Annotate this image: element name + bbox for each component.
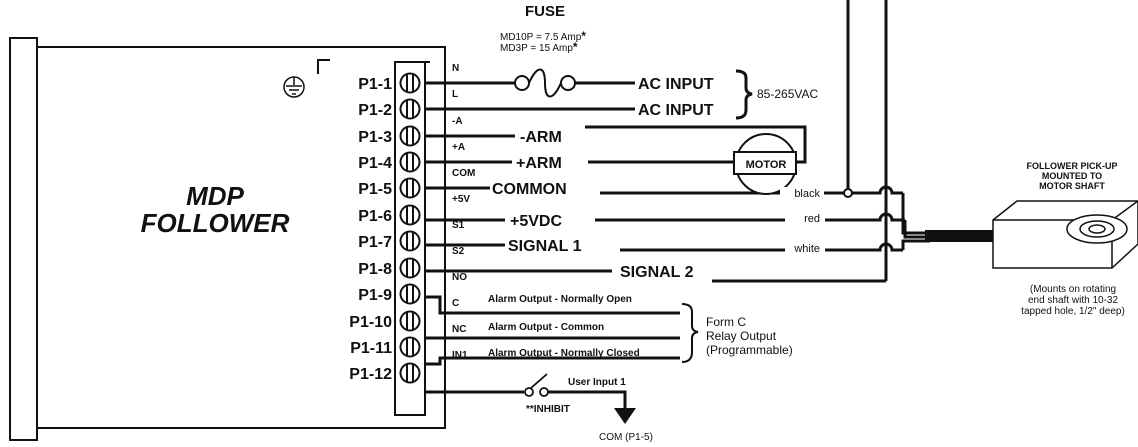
signal1-label: SIGNAL 1 <box>508 238 582 255</box>
wire-code-label: COM <box>452 168 475 179</box>
junction-dot <box>843 188 853 198</box>
pin-label: P1-10 <box>349 314 392 331</box>
minus-arm-label: -ARM <box>520 129 562 146</box>
alarm-no-label: Alarm Output - Normally Open <box>488 294 632 305</box>
pickup-note-line1: (Mounts on rotating <box>1030 284 1116 295</box>
alarm-nc-label: Alarm Output - Normally Closed <box>488 348 640 359</box>
wire-code-label: -A <box>452 116 463 127</box>
switch-icon <box>524 373 549 397</box>
inhibit-label: **INHIBIT <box>526 404 570 415</box>
terminal-screw <box>399 177 421 199</box>
form-c-line2: Relay Output <box>706 329 777 343</box>
pin-label: P1-4 <box>358 155 392 172</box>
wire-color-black: black <box>794 188 820 200</box>
pin-label: P1-7 <box>358 234 392 251</box>
pickup-title-line2: MOUNTED TO <box>1042 171 1102 181</box>
pin-label: P1-9 <box>358 287 392 304</box>
device-title-line1: MDP <box>186 181 244 211</box>
pin-label: P1-6 <box>358 208 392 225</box>
terminal-screw <box>399 151 421 173</box>
ac-input-label-1: AC INPUT <box>638 76 714 93</box>
terminal-screw <box>399 125 421 147</box>
motor-label: MOTOR <box>746 159 787 171</box>
wire-code-label: S2 <box>452 246 465 257</box>
alarm-c-label: Alarm Output - Common <box>488 322 604 333</box>
pin-label: P1-2 <box>358 102 392 119</box>
wire-code-label: N <box>452 63 459 74</box>
wire-code-label: +5V <box>452 194 470 205</box>
pickup-note-line3: tapped hole, 1/2" deep) <box>1021 306 1125 317</box>
wire-code-label: IN1 <box>452 350 468 361</box>
pin-label: P1-1 <box>358 76 392 93</box>
arrow-down-icon <box>614 408 636 424</box>
pin-label: P1-8 <box>358 261 392 278</box>
wire-code-label: NC <box>452 324 466 335</box>
ac-input-brace <box>735 69 753 120</box>
pin-label: P1-3 <box>358 129 392 146</box>
terminal-screw <box>399 230 421 252</box>
common-label: COMMON <box>492 181 567 198</box>
com-p1-5-label: COM (P1-5) <box>599 432 653 443</box>
wire-code-label: NO <box>452 272 467 283</box>
signal2-label: SIGNAL 2 <box>620 264 694 281</box>
wire-code-label: L <box>452 89 458 100</box>
plus-5vdc-label: +5VDC <box>510 213 562 230</box>
wire-color-white: white <box>793 243 820 255</box>
terminal-screw <box>399 98 421 120</box>
pickup-title-line1: FOLLOWER PICK-UP <box>1027 161 1118 171</box>
form-c-line3: (Programmable) <box>706 343 793 357</box>
fuse-rating-md3p: MD3P = 15 Amp* <box>500 40 578 54</box>
pickup-note-line2: end shaft with 10-32 <box>1028 295 1118 306</box>
pickup-title-line3: MOTOR SHAFT <box>1039 181 1105 191</box>
form-c-brace <box>681 303 699 363</box>
terminal-screw <box>399 310 421 332</box>
pin-label: P1-5 <box>358 181 392 198</box>
wire-code-label: S1 <box>452 220 465 231</box>
terminal-screw <box>399 336 421 358</box>
ac-input-label-2: AC INPUT <box>638 102 714 119</box>
fuse-rating-md10p: MD10P = 7.5 Amp* <box>500 29 586 43</box>
terminal-screw <box>399 72 421 94</box>
fuse-icon <box>514 68 576 98</box>
plus-arm-label: +ARM <box>516 155 562 172</box>
pin-label: P1-11 <box>350 340 392 357</box>
wire-color-red: red <box>804 213 820 225</box>
terminal-screw <box>399 204 421 226</box>
device-title-line2: FOLLOWER <box>141 208 290 238</box>
terminal-screw <box>399 257 421 279</box>
fuse-title: FUSE <box>525 3 565 20</box>
user-input-label: User Input 1 <box>568 377 626 388</box>
voltage-label: 85-265VAC <box>757 87 818 101</box>
terminal-screw <box>399 362 421 384</box>
ground-icon <box>283 76 305 98</box>
motor-icon <box>733 133 797 195</box>
wires <box>425 0 993 408</box>
form-c-line1: Form C <box>706 315 746 329</box>
pin-label: P1-12 <box>349 366 392 383</box>
mdp-follower-enclosure <box>9 37 446 441</box>
ground-bracket <box>317 59 330 74</box>
pickup-sensor-icon <box>992 200 1138 269</box>
wire-code-label: C <box>452 298 459 309</box>
wire-code-label: +A <box>452 142 465 153</box>
terminal-screw <box>399 283 421 305</box>
